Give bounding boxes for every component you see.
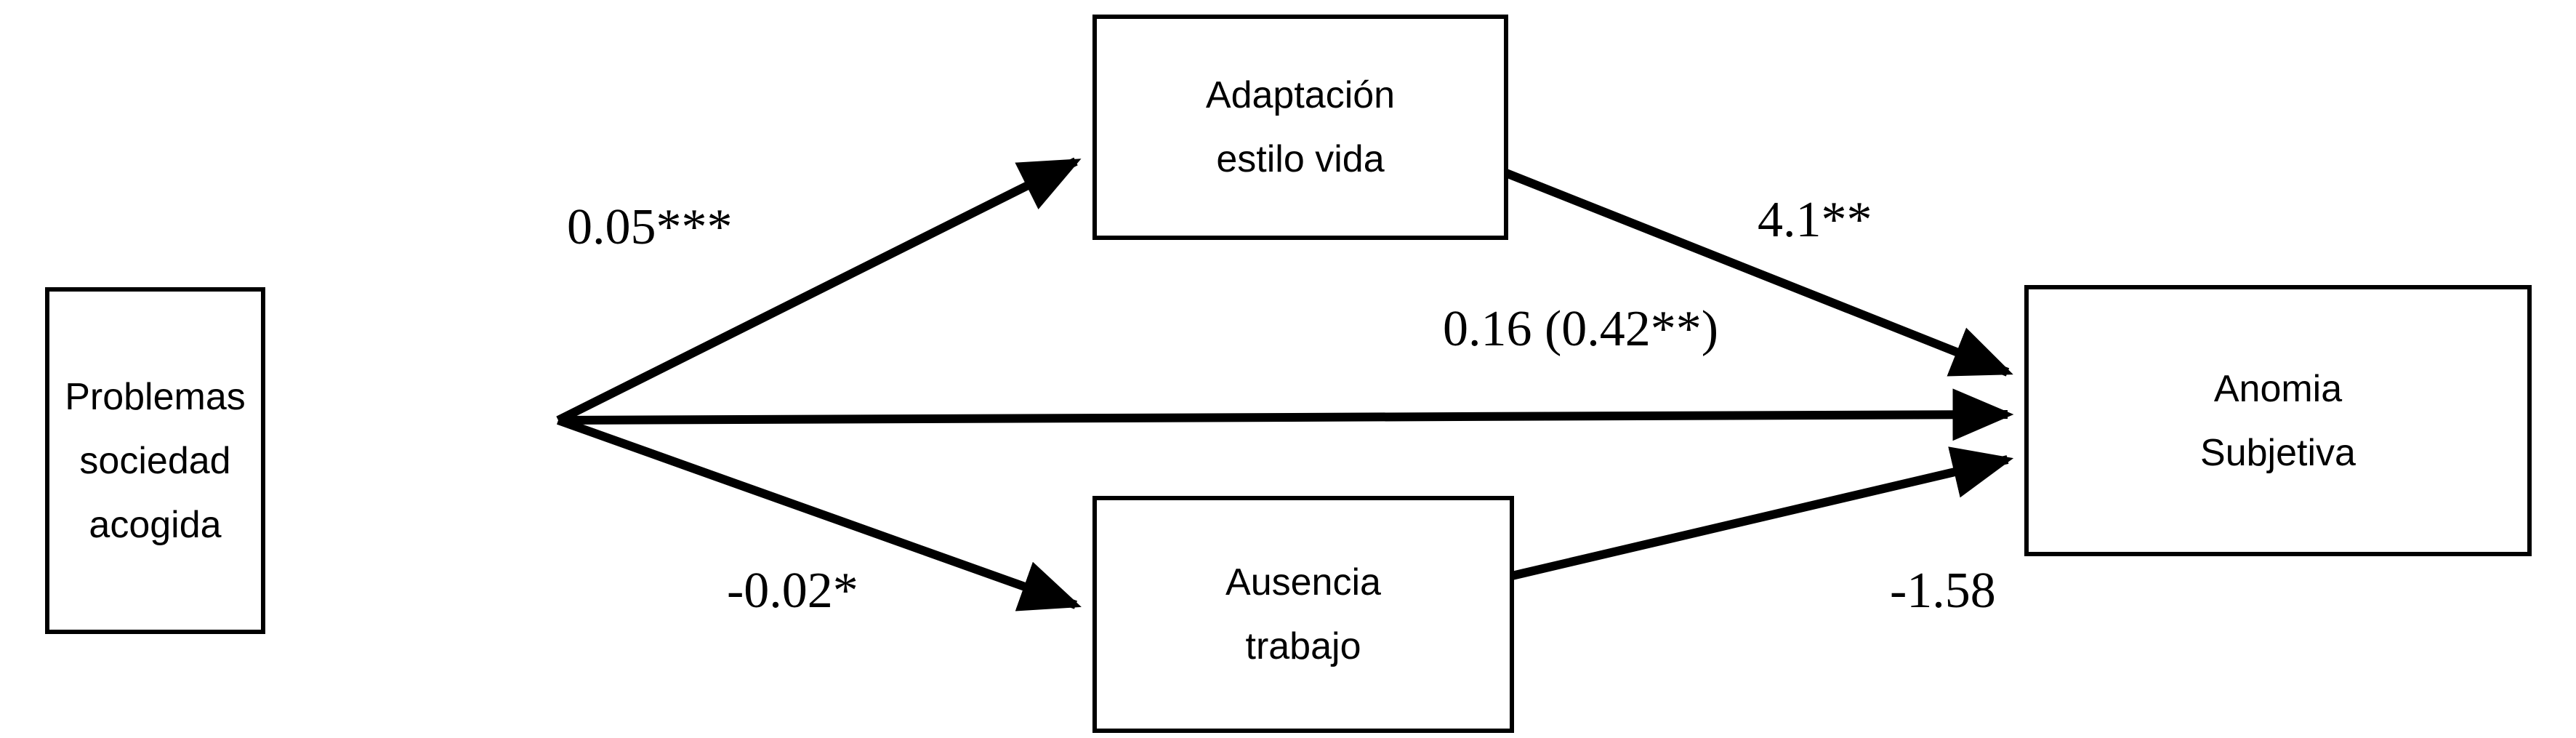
edge-label-problemas-adaptacion: 0.05*** <box>567 199 733 255</box>
edge-ausencia-anomia <box>1510 446 2014 580</box>
edge-label-problemas-ausencia: -0.02* <box>727 563 858 619</box>
node-label-line: acogida <box>89 503 222 546</box>
node-anomia-subjetiva[interactable]: Anomia Subjetiva <box>2024 285 2532 556</box>
node-label-line: estilo vida <box>1216 138 1385 180</box>
edge-problemas-ausencia <box>556 416 1082 611</box>
node-label-line: Subjetiva <box>2200 431 2356 474</box>
node-label-line: Problemas <box>65 375 246 418</box>
node-label-line: Ausencia <box>1225 561 1381 603</box>
edge-label-ausencia-anomia: -1.58 <box>1890 563 1996 619</box>
edge-problemas-adaptacion <box>556 157 1082 425</box>
node-ausencia-trabajo[interactable]: Ausencia trabajo <box>1092 496 1514 733</box>
edge-label-adaptacion-anomia: 4.1** <box>1758 192 1872 248</box>
node-problemas-sociedad-acogida[interactable]: Problemas sociedad acogida <box>45 287 265 634</box>
node-label-line: Adaptación <box>1205 74 1396 116</box>
edge-problemas-anomia <box>558 388 2014 441</box>
edge-adaptacion-anomia <box>1504 169 2013 377</box>
node-adaptacion-estilo-vida[interactable]: Adaptación estilo vida <box>1092 15 1508 240</box>
edge-label-problemas-anomia: 0.16 (0.42**) <box>1443 301 1719 357</box>
node-label-line: sociedad <box>79 439 231 482</box>
node-label-line: trabajo <box>1245 625 1361 667</box>
node-label-line: Anomia <box>2213 367 2343 410</box>
